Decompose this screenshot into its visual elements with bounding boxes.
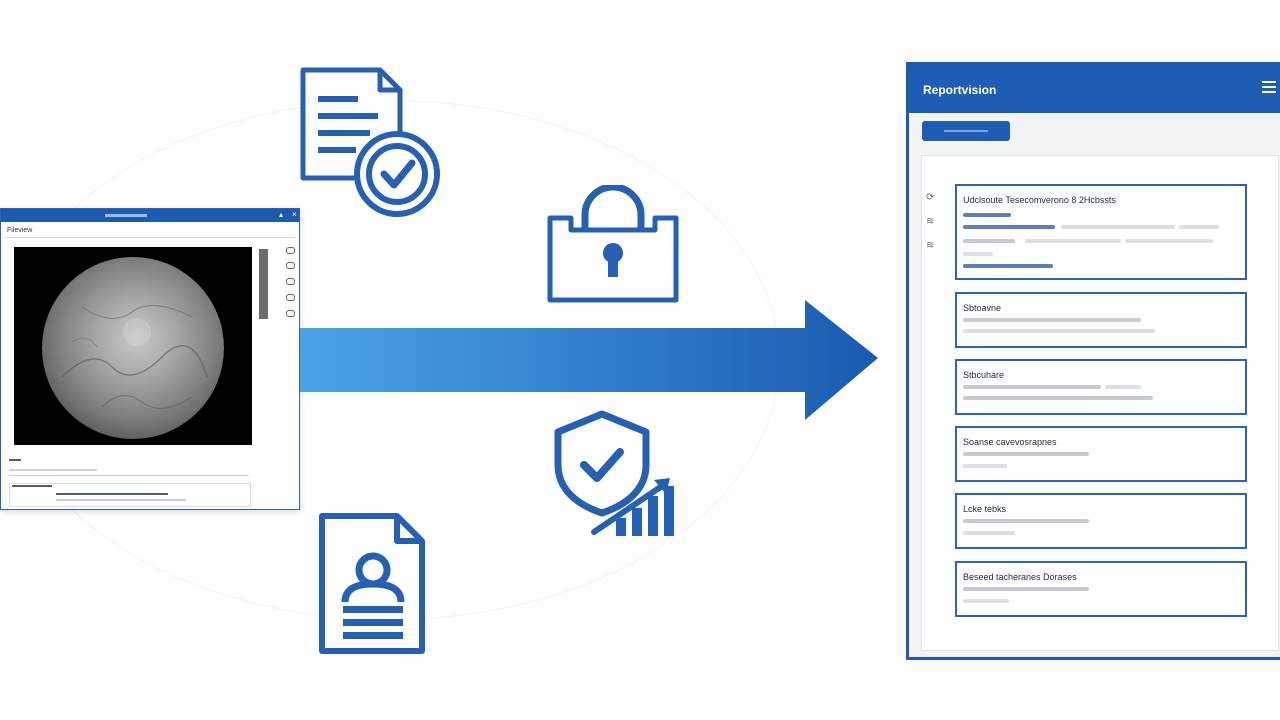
text-placeholder <box>963 329 1155 333</box>
section-title: Sbtoavne <box>963 303 1002 313</box>
fundus-image-frame[interactable] <box>14 247 252 445</box>
tool-icon[interactable] <box>286 247 295 254</box>
tool-icon[interactable] <box>286 310 295 317</box>
text-placeholder <box>963 385 1101 389</box>
text-placeholder <box>1025 239 1121 243</box>
minimize-icon[interactable]: ▴ <box>279 210 284 219</box>
report-section[interactable]: Beseed tacheranes Dorases <box>955 561 1247 617</box>
fundus-image <box>42 257 224 439</box>
text-placeholder <box>963 531 1015 535</box>
lock-icon <box>547 185 679 303</box>
arrow-right-icon <box>300 300 878 420</box>
text-placeholder <box>963 452 1089 456</box>
report-header: Reportvision <box>909 65 1280 113</box>
divider <box>5 237 295 238</box>
report-body: ⟳ ≋ ≋ Udclsoute Tesecomverono 8 2Hcbssts… <box>921 155 1279 651</box>
document-check-icon <box>300 67 440 217</box>
section-title: Beseed tacheranes Dorases <box>963 572 1077 582</box>
report-panel: Reportvision ⟳ ≋ ≋ Udclsoute Tesecomvero… <box>906 62 1280 660</box>
text-placeholder <box>1125 239 1213 243</box>
text-placeholder <box>12 485 52 487</box>
tool-icon[interactable] <box>286 294 295 301</box>
report-section[interactable]: Udclsoute Tesecomverono 8 2Hcbssts <box>955 184 1247 280</box>
report-section[interactable]: Sbtoavne <box>955 292 1247 348</box>
menu-icon[interactable] <box>1262 81 1276 93</box>
text-placeholder <box>963 225 1055 229</box>
viewer-info-box <box>9 483 251 507</box>
section-title: Soanse cavevosrapnes <box>963 437 1057 447</box>
viewer-title-placeholder <box>105 214 147 217</box>
tool-icon[interactable] <box>286 278 295 285</box>
text-placeholder <box>963 264 1053 268</box>
viewer-menu-text[interactable]: Fileview <box>7 227 33 234</box>
report-section[interactable]: Stbcuhare <box>955 359 1247 415</box>
shield-check-chart-icon <box>554 410 674 536</box>
report-action-button[interactable] <box>922 121 1010 141</box>
close-icon[interactable]: × <box>292 210 297 219</box>
report-section[interactable]: Soanse cavevosrapnes <box>955 426 1247 482</box>
text-placeholder <box>963 318 1141 322</box>
side-tool-icon[interactable]: ≋ <box>926 216 935 227</box>
text-placeholder <box>1061 225 1175 229</box>
text-placeholder <box>963 239 1015 243</box>
side-tool-icon[interactable]: ⟳ <box>926 192 935 203</box>
text-placeholder <box>963 587 1089 591</box>
section-title: Udclsoute Tesecomverono 8 2Hcbssts <box>963 195 1116 205</box>
text-placeholder <box>1179 225 1219 229</box>
text-placeholder <box>963 519 1089 523</box>
text-placeholder <box>963 464 1007 468</box>
text-placeholder <box>1105 385 1141 389</box>
tool-icon[interactable] <box>286 262 295 269</box>
section-title: Lcke tebks <box>963 504 1007 514</box>
side-toolbar: ⟳ ≋ ≋ <box>926 186 934 258</box>
text-placeholder <box>56 493 168 495</box>
viewer-scrollbar[interactable] <box>259 249 268 319</box>
section-title: Stbcuhare <box>963 370 1005 380</box>
text-placeholder <box>963 252 993 256</box>
text-placeholder <box>963 396 1153 400</box>
viewer-titlebar: ▴ × <box>1 209 299 222</box>
report-title: Reportvision <box>923 83 997 97</box>
image-viewer-window: ▴ × Fileview <box>0 208 300 510</box>
text-placeholder <box>963 213 1011 217</box>
patient-document-icon <box>319 513 425 654</box>
text-placeholder <box>56 499 186 501</box>
divider <box>9 475 249 476</box>
text-placeholder <box>963 599 1009 603</box>
report-section[interactable]: Lcke tebks <box>955 493 1247 549</box>
side-tool-icon[interactable]: ≋ <box>926 240 935 251</box>
text-placeholder <box>9 469 97 471</box>
text-placeholder <box>9 459 21 461</box>
